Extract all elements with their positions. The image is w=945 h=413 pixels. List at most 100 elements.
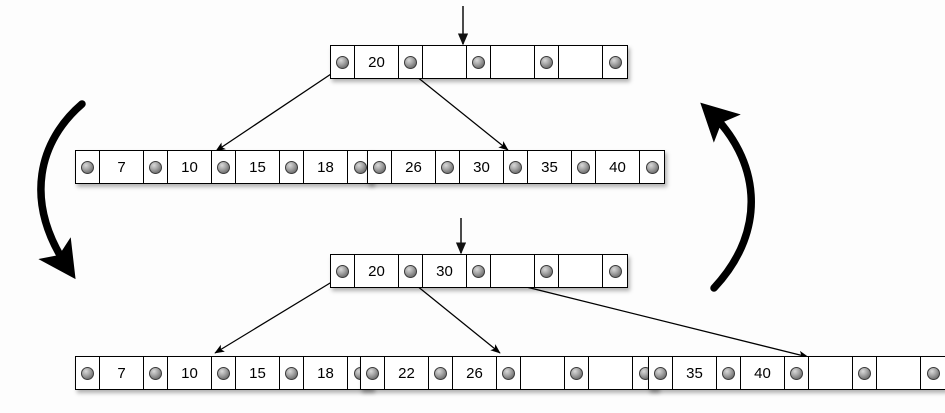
pointer-cell [572,151,596,183]
key-label: 35 [541,158,558,176]
pointer-dot-icon [373,160,386,174]
pointer-dot-icon [366,366,379,380]
key-label: 18 [317,158,334,176]
pointer-dot-icon [404,55,417,69]
edge-before-root-to-left-leaf [215,67,341,152]
pointer-cell [212,151,236,183]
key-cell: 26 [453,357,497,389]
pointer-dot-icon [540,55,553,69]
pointer-dot-icon [217,160,230,174]
key-cell: 10 [168,357,212,389]
pointer-dot-icon [285,366,298,380]
pointer-cell [436,151,460,183]
key-label: 20 [368,53,385,71]
pointer-cell [361,357,385,389]
key-cell: 26 [392,151,436,183]
pointer-dot-icon [654,366,667,380]
pointer-cell [280,151,304,183]
pointer-cell [649,357,673,389]
pointer-cell [853,357,877,389]
key-cell: 7 [100,357,144,389]
pointer-cell [368,151,392,183]
key-cell: 40 [741,357,785,389]
root-node-before[interactable]: 20 [330,45,628,79]
key-label: 30 [436,262,453,280]
key-label: 15 [249,158,266,176]
key-cell: 30 [460,151,504,183]
pointer-dot-icon [336,55,349,69]
key-cell: 35 [673,357,717,389]
pointer-cell [331,46,355,78]
pointer-dot-icon [722,366,735,380]
pointer-dot-icon [285,160,298,174]
empty-key-cell [589,357,633,389]
pointer-dot-icon [81,160,94,174]
empty-key-cell [423,46,467,78]
pointer-cell [76,357,100,389]
leaf-node-after-right[interactable]: 35 40 [648,356,945,390]
key-label: 26 [405,158,422,176]
pointer-cell [467,255,491,287]
leaf-node-before-left[interactable]: 7 10 15 18 [75,150,373,184]
pointer-cell [212,357,236,389]
pointer-cell [399,255,423,287]
pointer-cell [640,151,664,183]
empty-key-cell [491,46,535,78]
pointer-dot-icon [81,366,94,380]
key-label: 22 [398,364,415,382]
key-cell: 20 [355,255,399,287]
pointer-dot-icon [404,264,417,278]
pointer-cell [717,357,741,389]
edge-after-root-to-left-leaf [214,276,341,354]
key-cell: 18 [304,357,348,389]
pointer-cell [467,46,491,78]
pointer-dot-icon [858,366,871,380]
leaf-node-after-left[interactable]: 7 10 15 18 [75,356,373,390]
key-cell: 35 [528,151,572,183]
edge-after-root-to-middle-leaf [405,276,501,354]
pointer-cell [504,151,528,183]
key-label: 20 [368,262,385,280]
key-label: 26 [466,364,483,382]
key-label: 7 [117,158,126,176]
pointer-cell [399,46,423,78]
pointer-cell [565,357,589,389]
empty-key-cell [521,357,565,389]
pointer-dot-icon [472,55,485,69]
pointer-dot-icon [540,264,553,278]
key-cell: 10 [168,151,212,183]
pointer-dot-icon [570,366,583,380]
pointer-dot-icon [441,160,454,174]
pointer-dot-icon [790,366,803,380]
leaf-node-before-right[interactable]: 26 30 35 40 [367,150,665,184]
key-label: 40 [609,158,626,176]
pointer-dot-icon [509,160,522,174]
key-cell: 40 [596,151,640,183]
pointer-dot-icon [608,264,622,278]
pointer-cell [921,357,945,389]
key-label: 15 [249,364,266,382]
pointer-dot-icon [608,55,622,69]
pointer-dot-icon [577,160,590,174]
pointer-cell [785,357,809,389]
empty-key-cell [491,255,535,287]
pointer-cell [76,151,100,183]
key-cell: 15 [236,151,280,183]
pointer-dot-icon [926,366,940,380]
pointer-dot-icon [645,160,659,174]
pointer-cell [331,255,355,287]
edge-before-root-to-right-leaf [405,67,509,151]
key-label: 7 [117,364,126,382]
pointer-cell [535,255,559,287]
key-cell: 30 [423,255,467,287]
leaf-node-after-middle[interactable]: 22 26 [360,356,658,390]
key-label: 35 [686,364,703,382]
key-label: 10 [181,158,198,176]
pointer-cell [280,357,304,389]
key-label: 40 [754,364,771,382]
pointer-cell [497,357,521,389]
key-cell: 20 [355,46,399,78]
key-cell: 15 [236,357,280,389]
